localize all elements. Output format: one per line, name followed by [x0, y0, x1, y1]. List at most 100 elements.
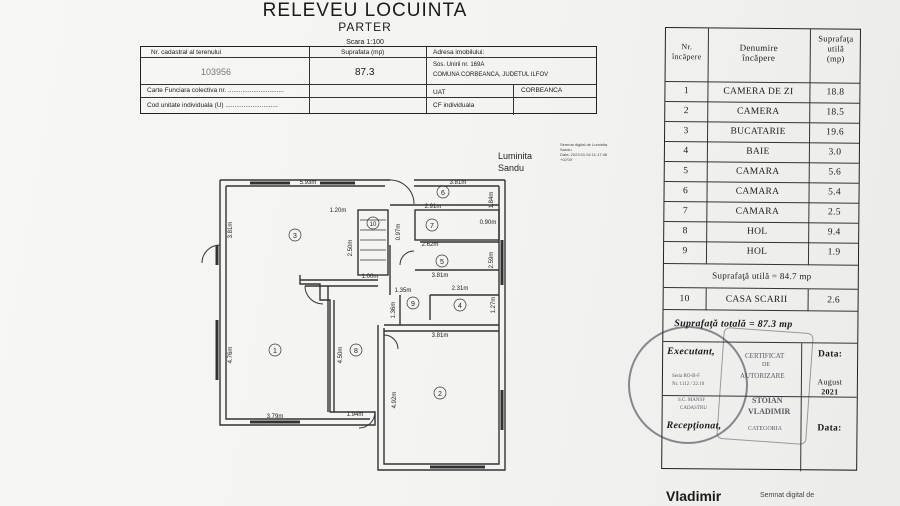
cad-cf-collective: Carte Funciara colectiva nr. ...........…	[147, 87, 284, 94]
stamp-inner-4: CADASTRU	[680, 406, 707, 411]
room-row-nr: 1	[683, 86, 690, 97]
room-label-9: 9	[411, 301, 415, 308]
signer-bottom-name: Vladimir	[666, 488, 722, 504]
useful-total: Suprafaţă utilă = 84.7 mp	[712, 270, 812, 282]
room-label-4: 4	[458, 303, 462, 310]
dim-label: 1.84m	[489, 192, 495, 209]
room-row-nr: 3	[683, 126, 689, 137]
dim-label: 2.62m	[422, 242, 439, 248]
sig-note-1: Semnat digital de Luminita	[560, 142, 608, 147]
cad-unit-code: Cod unitate individuala (U) ............…	[147, 102, 278, 109]
room-row-name: BAIE	[746, 146, 770, 157]
room-label-8: 8	[354, 348, 358, 355]
document-subtitle: PARTER	[338, 20, 392, 34]
cad-address-line1: Sos. Unirii nr. 169A	[433, 62, 485, 68]
stamp-text-2: DE	[762, 362, 770, 368]
plan-dimensions: 5.93m 3.81m 1.20m 2.91m 2.62m 0.90m 3.81…	[228, 180, 497, 420]
scale-label: Scara 1:100	[346, 39, 384, 46]
sig-note-4: +02'00'	[560, 157, 573, 162]
floor-plan: 3 1 2 6 7 5 4 8 9 10 5.93m 3.81m 1.20m 2…	[201, 179, 506, 471]
stamp-inner-1: Seria RO-B-F	[672, 374, 700, 379]
dim-label: 5.93m	[300, 180, 317, 186]
document-title: RELEVEU LOCUINTA	[262, 0, 468, 21]
dim-label: 4.92m	[392, 392, 398, 409]
sig-note-2: Sandu	[560, 147, 572, 152]
cad-uat-label: UAT	[433, 89, 446, 96]
col-header-name: Denumire încăpere	[708, 42, 810, 63]
room-row-nr: 2	[683, 106, 689, 117]
stamp-inner-3: S.C. MANSF	[678, 398, 706, 403]
stamp-inner-2: Nr. 1112 / 22.10	[672, 382, 705, 387]
cad-nr-value: 103956	[201, 67, 232, 77]
stamp-text-6: CATEGORIA	[748, 426, 782, 432]
room-label-6: 6	[441, 190, 445, 197]
room-row-nr: 4	[683, 146, 689, 157]
dim-label: 3.81m	[432, 333, 449, 339]
room-row-nr: 7	[682, 206, 688, 217]
room-row-name: CAMARA	[735, 206, 780, 218]
dim-label: 3.81m	[432, 273, 449, 279]
room-row-nr: 8	[682, 226, 688, 237]
room-row-name: CAMERA DE ZI	[723, 86, 794, 98]
room-label-2: 2	[438, 391, 442, 398]
room-row-area: 5.6	[828, 167, 842, 178]
dim-label: 3.81m	[450, 180, 467, 186]
cad-address-line2: COMUNA CORBEANCA, JUDETUL ILFOV	[433, 72, 549, 78]
dim-label: 3.81m	[228, 222, 234, 239]
sig-note-3: Data: 2023.01.04 11:17:46	[560, 152, 608, 157]
signer-name-line1: Luminita	[498, 151, 533, 161]
room-markers: 3 1 2 6 7 5 4 8 9 10	[268, 185, 467, 400]
round-stamp	[628, 326, 748, 444]
col-header-area-line3: (mp)	[826, 53, 845, 64]
signer-bottom-note: Semnat digital de	[760, 492, 815, 499]
data-label-2: Data:	[817, 423, 842, 434]
extra-row-nr: 10	[679, 294, 690, 305]
dim-label: 2.50m	[348, 240, 354, 257]
dim-label: 1.35m	[395, 288, 412, 294]
col-header-name-line2: încăpere	[742, 52, 776, 63]
plan-walls	[201, 179, 506, 471]
dim-label: 4.50m	[338, 347, 344, 364]
room-label-10: 10	[370, 222, 377, 228]
dim-label: 1.27m	[491, 297, 497, 314]
room-row-nr: 6	[682, 186, 689, 197]
dim-label: 0.97m	[396, 224, 402, 241]
cad-header-nr: Nr. cadastral al terenului	[151, 49, 222, 56]
stamp-text-1: CERTIFICAT	[745, 352, 785, 360]
room-row-area: 3.0	[828, 147, 842, 158]
room-label-3: 3	[293, 233, 297, 240]
room-row-area: 2.5	[827, 207, 841, 218]
signer-name-line2: Sandu	[498, 163, 525, 173]
cad-header-surface: Suprafata (mp)	[341, 49, 385, 56]
room-label-5: 5	[440, 259, 444, 266]
digital-signature-note: Semnat digital de Luminita Sandu Data: 2…	[560, 142, 607, 162]
dim-label: 3.79m	[267, 414, 284, 420]
col-header-nr-line1: Nr.	[681, 42, 693, 52]
extra-row-name: CASA SCARII	[725, 294, 788, 306]
dim-label: 2.59m	[489, 252, 495, 269]
room-row-nr: 9	[682, 246, 688, 257]
col-header-nr: Nr. încăpere	[666, 42, 708, 62]
room-row-area: 19.6	[826, 127, 845, 138]
cad-surface-value: 87.3	[355, 67, 375, 78]
room-row-area: 5.4	[828, 187, 841, 198]
dim-label: 0.90m	[480, 220, 497, 226]
cad-cf-individual: CF individuala	[433, 102, 475, 109]
room-row-name: CAMARA	[735, 186, 780, 198]
cad-uat-value: CORBEANCA	[521, 87, 563, 94]
col-header-nr-line2: încăpere	[671, 52, 702, 62]
stamp-text-5: VLADIMIR	[748, 407, 791, 416]
cadastral-table: Nr. cadastral al terenului Suprafata (mp…	[140, 46, 597, 115]
dim-label: 1.36m	[391, 302, 397, 319]
dim-label: 4.76m	[228, 347, 234, 364]
dim-label: 1.94m	[347, 412, 364, 418]
room-label-7: 7	[430, 223, 434, 230]
room-row-area: 9.4	[827, 227, 841, 238]
dim-label: 1.20m	[330, 208, 347, 214]
room-row-area: 18.5	[826, 107, 845, 118]
stamp-text-4: STOIAN	[752, 396, 783, 405]
room-row-name: CAMERA	[736, 106, 780, 118]
room-row-name: BUCATARIE	[730, 126, 786, 138]
room-row-area: 1.9	[827, 247, 841, 258]
